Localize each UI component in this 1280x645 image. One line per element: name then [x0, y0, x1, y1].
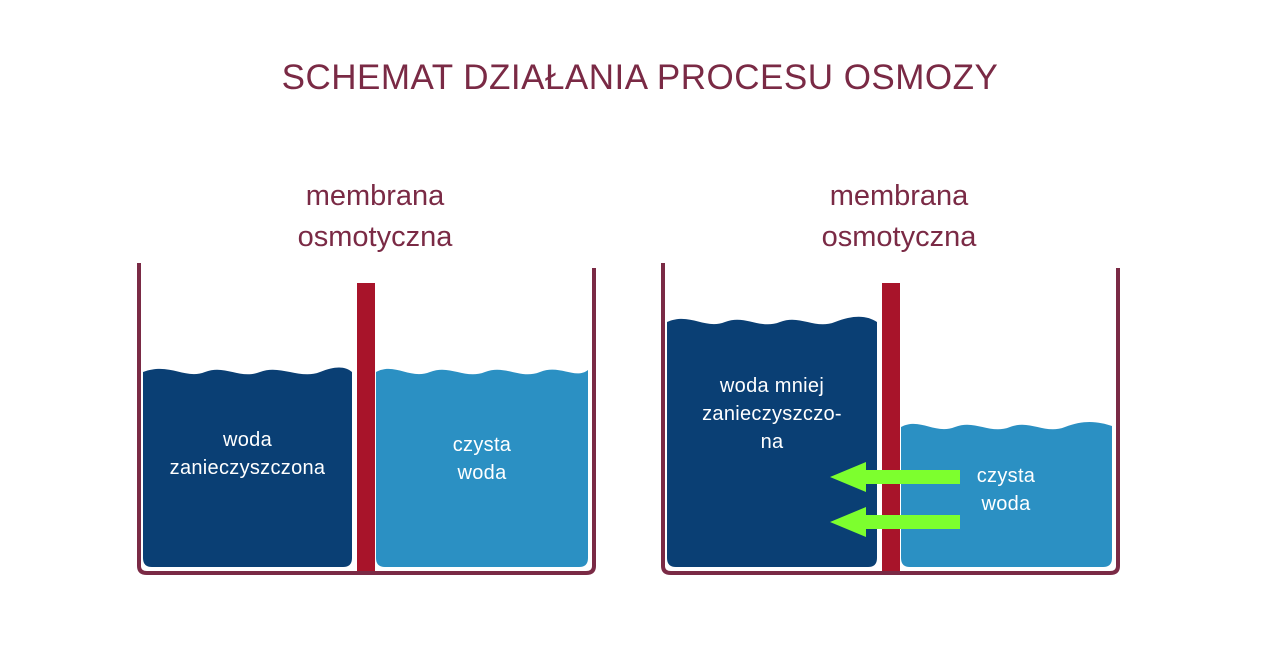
left-tank — [137, 263, 596, 575]
right-clean-water — [901, 421, 1112, 567]
left-clean-water — [376, 368, 588, 567]
left-container — [137, 263, 596, 575]
right-clean-label-line1: czysta — [976, 465, 1036, 487]
left-membrane-label-line1: membrana — [305, 180, 445, 212]
right-contaminated-label-line1: woda mniej — [719, 375, 825, 397]
right-tank — [661, 263, 1120, 575]
left-membrane-label: membrana osmotyczna — [225, 176, 525, 258]
left-contaminated-label-line1: woda — [222, 429, 272, 451]
right-container — [661, 263, 1120, 575]
left-membrane — [357, 283, 375, 574]
left-membrane-label-line2: osmotyczna — [297, 221, 453, 253]
right-contaminated-label-line2: zanieczyszczo- — [702, 403, 842, 425]
left-clean-label-line2: woda — [457, 462, 507, 484]
flow-arrows — [830, 462, 960, 537]
left-contaminated-label: woda zanieczyszczona — [143, 426, 352, 482]
right-membrane-label-line1: membrana — [829, 180, 969, 212]
right-clean-label: czysta woda — [950, 462, 1062, 518]
right-contaminated-label-line3: na — [760, 431, 784, 453]
right-contaminated-label: woda mniej zanieczyszczo- na — [667, 372, 877, 456]
flow-arrow-bottom — [830, 507, 960, 537]
right-membrane-label: membrana osmotyczna — [749, 176, 1049, 258]
left-clean-label: czysta woda — [376, 431, 588, 487]
flow-arrow-top — [830, 462, 960, 492]
diagram-title: SCHEMAT DZIAŁANIA PROCESU OSMOZY — [281, 58, 999, 97]
right-contaminated-water — [667, 316, 877, 567]
left-contaminated-water — [143, 367, 352, 567]
left-contaminated-label-line2: zanieczyszczona — [169, 457, 326, 479]
right-clean-label-line2: woda — [981, 493, 1031, 515]
right-membrane-label-line2: osmotyczna — [821, 221, 977, 253]
right-membrane — [882, 283, 900, 574]
left-clean-label-line1: czysta — [452, 434, 512, 456]
